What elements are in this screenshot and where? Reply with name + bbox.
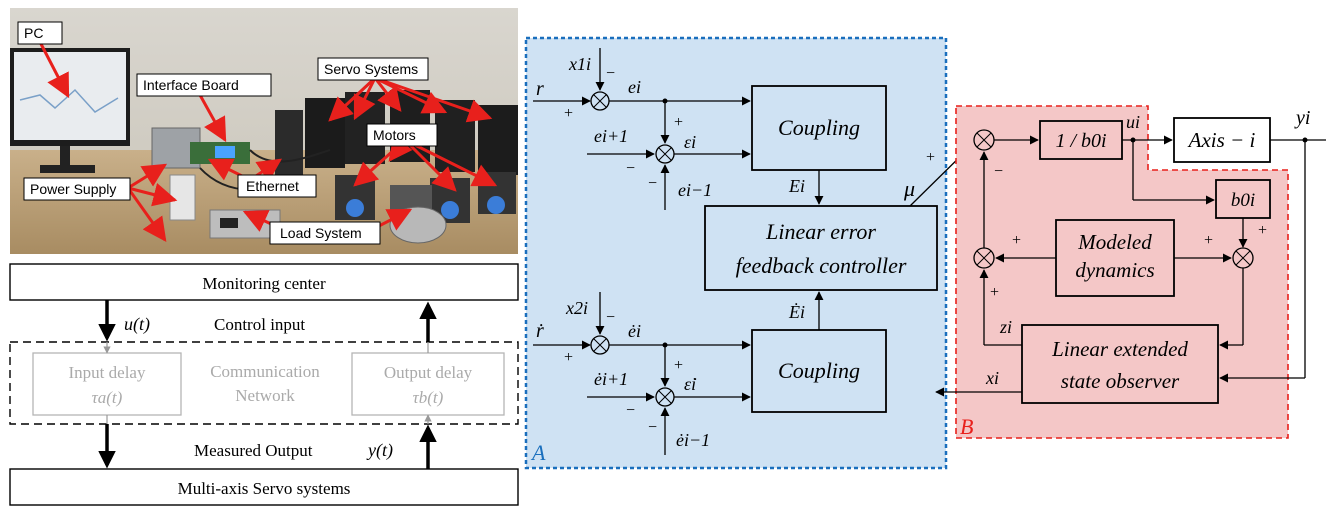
svg-text:−: − — [626, 160, 635, 177]
svg-text:Ei: Ei — [788, 176, 805, 196]
svg-text:zi: zi — [999, 317, 1012, 337]
communication-network-box — [9, 341, 519, 425]
svg-text:Servo Systems: Servo Systems — [324, 61, 418, 77]
svg-text:feedback controller: feedback controller — [736, 253, 907, 278]
panel-a-label: A — [530, 440, 546, 465]
callout-ethernet: Ethernet — [237, 174, 317, 198]
svg-text:ėi−1: ėi−1 — [676, 430, 710, 450]
svg-text:Input delay: Input delay — [69, 363, 146, 382]
svg-text:+: + — [926, 149, 935, 166]
leso-block — [1021, 324, 1219, 404]
svg-text:−: − — [606, 65, 615, 82]
svg-text:+: + — [1258, 222, 1267, 239]
callout-power-supply: Power Supply — [23, 177, 131, 201]
monitoring-center-label: Monitoring center — [202, 274, 326, 293]
svg-text:Output delay: Output delay — [384, 363, 473, 382]
linear-error-feedback-controller — [704, 205, 938, 291]
svg-text:Coupling: Coupling — [778, 358, 860, 383]
svg-text:Communication: Communication — [210, 362, 320, 381]
svg-text:yi: yi — [1294, 107, 1310, 129]
svg-text:Interface Board: Interface Board — [143, 77, 239, 93]
svg-text:ei: ei — [628, 77, 641, 97]
svg-text:μ: μ — [903, 176, 915, 201]
svg-text:xi: xi — [985, 368, 999, 388]
svg-text:Power Supply: Power Supply — [30, 181, 116, 197]
svg-text:Ethernet: Ethernet — [246, 178, 299, 194]
svg-text:Motors: Motors — [373, 127, 416, 143]
svg-text:PC: PC — [24, 25, 43, 41]
svg-text:Multi-axis Servo systems: Multi-axis Servo systems — [178, 479, 351, 498]
svg-text:b0i: b0i — [1231, 190, 1255, 211]
svg-text:ṙ: ṙ — [536, 320, 544, 342]
svg-text:+: + — [990, 284, 999, 301]
svg-text:x2i: x2i — [565, 298, 588, 318]
svg-text:+: + — [674, 114, 683, 131]
svg-text:Linear extended: Linear extended — [1051, 337, 1188, 361]
svg-text:ui: ui — [1126, 112, 1140, 132]
callout-load-system: Load System — [269, 221, 381, 245]
svg-text:Ėi: Ėi — [788, 302, 805, 322]
svg-text:dynamics: dynamics — [1075, 258, 1154, 282]
callout-servo-systems: Servo Systems — [317, 57, 429, 81]
svg-text:state observer: state observer — [1061, 369, 1180, 393]
servo-systems-box — [9, 468, 519, 506]
svg-text:ε̇i: ε̇i — [684, 374, 697, 394]
svg-text:Control input: Control input — [214, 315, 305, 334]
svg-text:+: + — [674, 357, 683, 374]
panel-a: A r + x1i − ei + ei+1 − − ei−1 εi Coupli… — [524, 36, 973, 470]
svg-text:y(t): y(t) — [366, 440, 393, 461]
svg-text:−: − — [994, 163, 1003, 180]
svg-text:Modeled: Modeled — [1077, 230, 1152, 254]
svg-text:ei−1: ei−1 — [678, 180, 712, 200]
svg-text:+: + — [1204, 232, 1213, 249]
svg-text:r: r — [536, 78, 544, 100]
svg-text:+: + — [564, 105, 573, 122]
svg-text:+: + — [564, 349, 573, 366]
svg-text:−: − — [606, 309, 615, 326]
svg-text:−: − — [648, 419, 657, 436]
callout-interface-board: Interface Board — [136, 73, 272, 97]
svg-text:τb(t): τb(t) — [413, 388, 444, 407]
svg-text:Coupling: Coupling — [778, 115, 860, 140]
svg-text:1 / b0i: 1 / b0i — [1055, 130, 1106, 152]
svg-text:Measured Output: Measured Output — [194, 441, 313, 460]
coupling-block-top — [751, 85, 887, 171]
svg-text:ėi+1: ėi+1 — [594, 369, 628, 389]
coupling-block-bottom — [751, 329, 887, 413]
svg-text:εi: εi — [684, 132, 696, 152]
input-delay-box — [32, 352, 182, 416]
network-diagram: Monitoring center Input delay τa(t) Comm… — [9, 263, 519, 506]
svg-text:−: − — [648, 175, 657, 192]
axis-block — [1173, 117, 1271, 163]
svg-text:Load System: Load System — [280, 225, 362, 241]
panel-b-label: B — [960, 414, 973, 439]
lab-photo: PC Interface Board Servo Systems Motors … — [10, 8, 518, 254]
panel-b: B − 1 / b0i ui Axis − i yi b0i + + Model… — [935, 105, 1326, 439]
svg-text:Linear error: Linear error — [765, 219, 876, 244]
svg-text:ėi: ėi — [628, 321, 641, 341]
svg-text:−: − — [626, 402, 635, 419]
svg-text:u(t): u(t) — [124, 314, 150, 335]
svg-text:Network: Network — [235, 386, 295, 405]
svg-text:+: + — [1012, 232, 1021, 249]
svg-text:x1i: x1i — [568, 54, 591, 74]
svg-text:Axis − i: Axis − i — [1187, 128, 1256, 152]
callout-motors: Motors — [366, 123, 438, 147]
svg-text:ei+1: ei+1 — [594, 126, 628, 146]
monitoring-center-box — [9, 263, 519, 301]
svg-text:τa(t): τa(t) — [92, 388, 123, 407]
callout-pc: PC — [17, 21, 63, 45]
